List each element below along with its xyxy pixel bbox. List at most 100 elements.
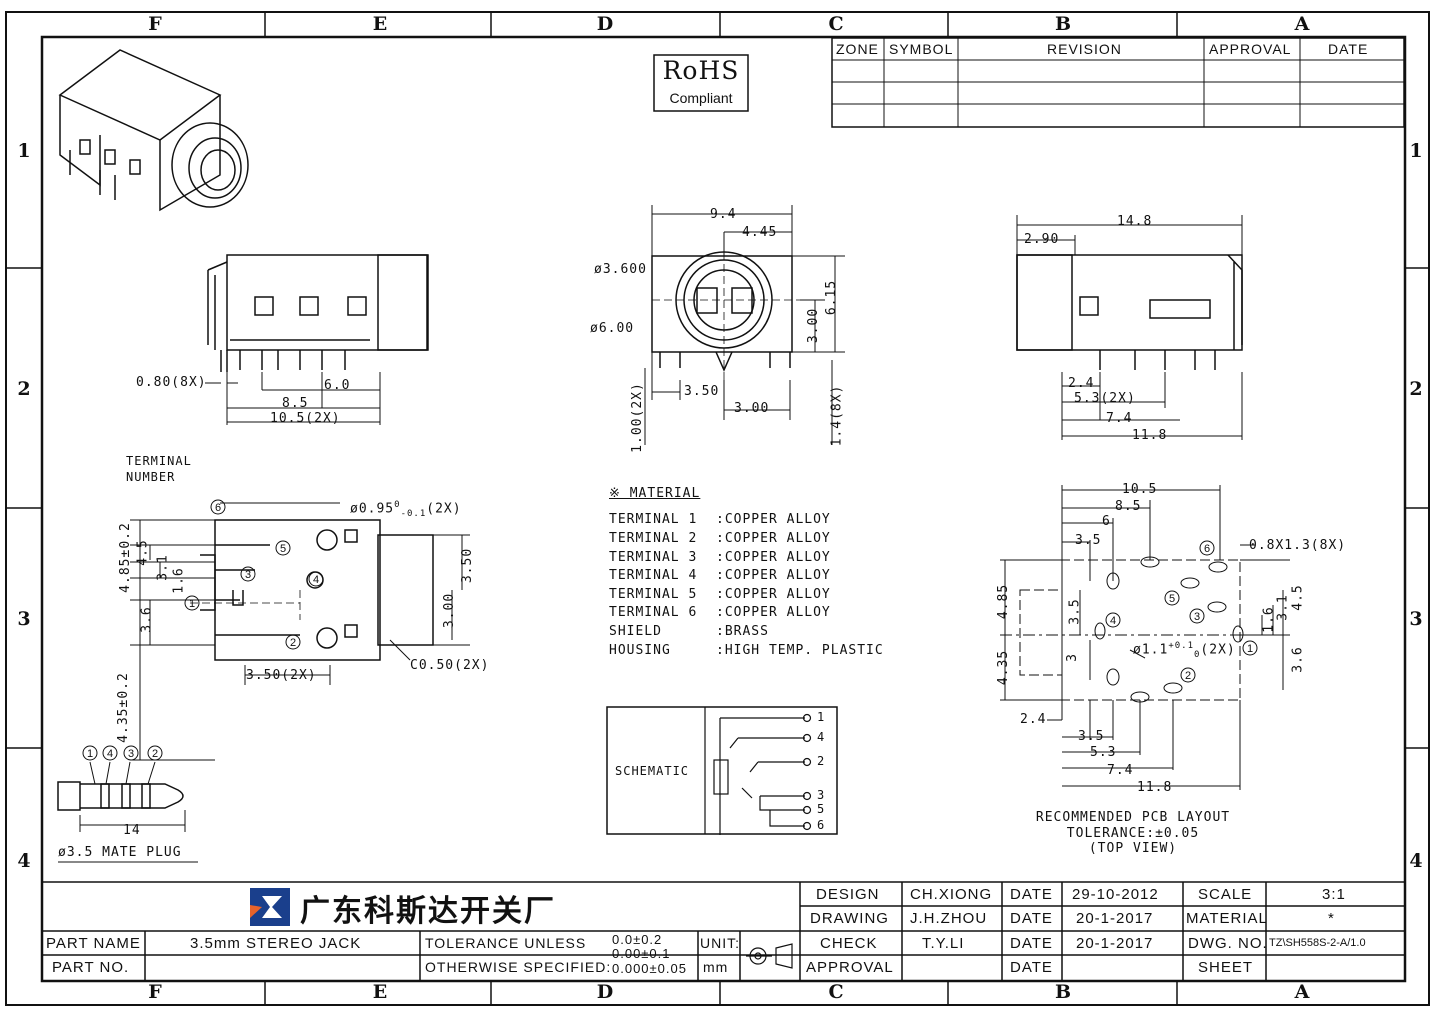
svg-text:6: 6 <box>1204 543 1210 555</box>
svg-text:1: 1 <box>1247 643 1253 655</box>
top-view-terminal-markers: 6 5 3 4 1 2 <box>184 499 324 650</box>
company-logo <box>250 888 290 926</box>
dim-label: 11.8 <box>1137 780 1173 795</box>
zone-col-label: B <box>1054 981 1072 1003</box>
check-date: 20-1-2017 <box>1076 935 1154 952</box>
material-value: :HIGH TEMP. PLASTIC <box>716 643 884 658</box>
schematic-pin: 5 <box>817 802 826 816</box>
zone-row-label: 1 <box>17 140 31 162</box>
material-part: SHIELD <box>609 624 662 639</box>
scale-label: SCALE <box>1198 886 1253 903</box>
dim-label: C0.50(2X) <box>410 658 490 673</box>
svg-text:4: 4 <box>107 748 113 760</box>
dim-label: 1.6 <box>171 567 187 594</box>
svg-text:2: 2 <box>1185 670 1191 682</box>
projection-symbol <box>746 943 793 969</box>
svg-text:2: 2 <box>152 748 158 760</box>
zone-row-label: 4 <box>17 850 31 872</box>
material-value: :COPPER ALLOY <box>716 550 831 565</box>
material-part: TERMINAL 3 <box>609 550 698 565</box>
dim-label: 3.00 <box>442 592 458 629</box>
schematic-pin: 1 <box>817 710 826 724</box>
svg-text:3: 3 <box>1194 611 1200 623</box>
side-view <box>207 254 429 372</box>
svg-text:1: 1 <box>87 748 93 760</box>
material-field-value: * <box>1328 910 1335 927</box>
zone-row-label: 3 <box>17 608 31 630</box>
pcb-caption: RECOMMENDED PCB LAYOUT <box>1035 810 1231 825</box>
dim-label: 3.50 <box>460 547 476 584</box>
zone-col-label: A <box>1294 13 1310 35</box>
pcb-hole-dim: ø1.1+0.10(2X) <box>1133 641 1236 660</box>
dim-label: 1.4(8X) <box>829 384 845 447</box>
rohs-subtitle: Compliant <box>669 90 733 106</box>
drawing-name: J.H.ZHOU <box>910 910 988 927</box>
material-part: TERMINAL 4 <box>609 568 698 583</box>
terminal-number-label: TERMINAL <box>126 454 192 468</box>
schematic-pin: 3 <box>817 788 826 802</box>
dim-label: 3.6 <box>1290 646 1306 673</box>
dim-label: 6.15 <box>824 279 840 316</box>
zone-col-label: E <box>372 981 388 1003</box>
rev-header-zone: ZONE <box>836 41 879 57</box>
svg-text:1: 1 <box>189 598 195 610</box>
dim-label: 8.5 <box>1115 499 1142 514</box>
dim-label: 2.90 <box>1024 232 1060 247</box>
schematic-pin: 6 <box>817 818 826 832</box>
zone-row-label: 1 <box>1409 140 1423 162</box>
tolerance-label: OTHERWISE SPECIFIED: <box>425 959 612 975</box>
sheet-label: SHEET <box>1198 959 1254 976</box>
front-dims <box>644 205 845 445</box>
design-label: DESIGN <box>816 886 880 903</box>
material-value: :COPPER ALLOY <box>716 512 831 527</box>
dim-label: ø3.600 <box>594 262 647 277</box>
dim-label: 10.5 <box>1122 482 1158 497</box>
design-name: CH.XIONG <box>910 886 993 903</box>
dim-label: 3.50 <box>684 384 720 399</box>
scale-value: 3:1 <box>1322 886 1346 903</box>
unit-label: UNIT: <box>700 935 740 951</box>
svg-text:4: 4 <box>313 574 319 586</box>
rev-header-revision: REVISION <box>1047 41 1122 57</box>
zone-row-label: 2 <box>1409 378 1423 400</box>
dim-label: 4.85 <box>996 583 1012 620</box>
part-name-label: PART NAME <box>46 935 141 952</box>
tolerance-label: TOLERANCE UNLESS <box>425 935 587 951</box>
material-field-label: MATERIAL <box>1186 910 1268 927</box>
dwg-no-label: DWG. NO. <box>1188 935 1268 952</box>
side-dims <box>205 372 381 425</box>
dim-label: 6 <box>1102 514 1111 529</box>
zone-row-label: 4 <box>1409 850 1423 872</box>
dim-label: 2.4 <box>1068 376 1095 391</box>
svg-text:4: 4 <box>1110 615 1116 627</box>
dim-label: 7.4 <box>1107 763 1134 778</box>
zone-col-label: C <box>828 981 844 1003</box>
dim-label: 10.5(2X) <box>270 411 341 426</box>
date-label: DATE <box>1010 935 1053 952</box>
dim-label: 3.5 <box>1075 533 1102 548</box>
zone-col-label: F <box>148 981 162 1003</box>
dim-label: 2.4 <box>1020 712 1047 727</box>
material-value: :BRASS <box>716 624 769 639</box>
part-no-label: PART NO. <box>52 959 130 976</box>
unit-value: mm <box>703 959 729 975</box>
zone-row-label: 2 <box>17 378 31 400</box>
pcb-caption: (TOP VIEW) <box>1088 841 1178 856</box>
front-view <box>651 240 800 380</box>
material-part: HOUSING <box>609 643 671 658</box>
zone-col-label: A <box>1294 981 1310 1003</box>
svg-text:3: 3 <box>245 569 251 581</box>
dwg-no-value: TZ\SH558S-2-A/1.0 <box>1269 937 1366 949</box>
zone-col-label: B <box>1054 13 1072 35</box>
approval-label: APPROVAL <box>806 959 894 976</box>
zone-col-label: E <box>372 13 388 35</box>
material-value: :COPPER ALLOY <box>716 605 831 620</box>
dim-label: 3.00 <box>806 307 822 344</box>
dim-label: 4.85±0.2 <box>117 522 133 593</box>
schematic-pin: 2 <box>817 754 826 768</box>
svg-text:5: 5 <box>1169 593 1175 605</box>
design-date: 29-10-2012 <box>1072 886 1159 903</box>
plug-terminal-markers: 1 4 3 2 <box>82 745 163 761</box>
iso-view <box>58 49 249 212</box>
zone-col-label: C <box>828 13 844 35</box>
